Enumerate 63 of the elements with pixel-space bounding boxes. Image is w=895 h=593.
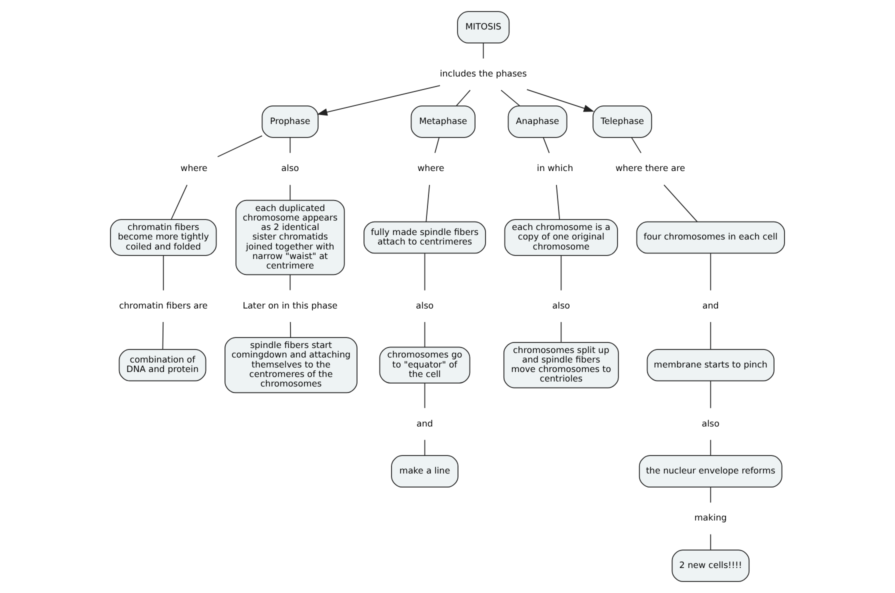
connector bbox=[560, 255, 562, 291]
connector bbox=[217, 135, 263, 158]
connector bbox=[426, 184, 430, 222]
connector bbox=[710, 486, 712, 504]
node-text: includes the phases bbox=[440, 70, 527, 80]
node-box: each duplicated chromosome appears as 2 identical sister chromatids joined together with narrow "waist" at centrimere bbox=[236, 200, 345, 276]
node-text: and bbox=[416, 419, 433, 430]
connector bbox=[631, 136, 642, 154]
node-text: where there are bbox=[616, 164, 686, 174]
connector bbox=[710, 380, 712, 409]
connector bbox=[424, 439, 426, 456]
connector bbox=[560, 322, 562, 342]
node-box: 2 new cells!!!! bbox=[672, 550, 750, 582]
connector bbox=[290, 136, 291, 154]
connector bbox=[710, 439, 712, 456]
connector bbox=[482, 42, 484, 59]
connector bbox=[710, 253, 712, 291]
connector bbox=[290, 322, 292, 338]
connector bbox=[710, 322, 712, 350]
node-box: combination of DNA and protein bbox=[118, 348, 206, 382]
node-text: also bbox=[552, 301, 570, 312]
node-text: making bbox=[694, 514, 727, 524]
node-text: also bbox=[702, 419, 720, 430]
connector bbox=[162, 255, 164, 291]
node-box: Telephase bbox=[592, 105, 652, 138]
connector bbox=[456, 90, 471, 106]
node-box: chromatin fibers become more tightly coiled and folded bbox=[110, 219, 217, 256]
node-box: Anaphase bbox=[508, 105, 568, 138]
connector bbox=[170, 184, 188, 220]
node-text: chromatin fibers are bbox=[119, 301, 208, 312]
node-box: membrane starts to pinch bbox=[646, 348, 774, 382]
node-box: spindle fibers start comingdown and attaching themselves to the centromeres of the chromosomes bbox=[224, 337, 358, 394]
node-text: where bbox=[180, 164, 208, 174]
connector bbox=[290, 184, 291, 201]
node-box: chromosomes split up and spindle fibers move chromosomes to centrioles bbox=[503, 342, 619, 388]
connector bbox=[434, 136, 440, 154]
connector bbox=[664, 184, 698, 222]
connector bbox=[162, 322, 164, 350]
node-box: four chromosomes in each cell bbox=[636, 221, 785, 254]
node-box: fully made spindle fibers attach to centrimeres bbox=[364, 221, 486, 254]
node-box: chromosomes go to "equator" of the cell bbox=[379, 346, 470, 384]
node-text: also bbox=[416, 301, 434, 312]
node-box: the nucleur envelope reforms bbox=[638, 455, 782, 488]
connector bbox=[556, 184, 560, 220]
node-text: also bbox=[281, 164, 299, 174]
connector bbox=[290, 274, 291, 291]
connector bbox=[542, 136, 550, 154]
node-text: where bbox=[417, 164, 444, 174]
connector bbox=[424, 382, 426, 408]
connector bbox=[500, 90, 520, 106]
node-box: Metaphase bbox=[410, 105, 476, 138]
arrow bbox=[526, 89, 594, 112]
connector bbox=[424, 322, 426, 348]
node-box: Prophase bbox=[262, 105, 319, 138]
connector bbox=[424, 253, 426, 291]
connector bbox=[710, 534, 712, 550]
node-text: in which bbox=[536, 164, 574, 174]
node-box: each chromosome is a copy of one original chromosome bbox=[504, 219, 618, 256]
node-text: Later on in this phase bbox=[242, 301, 338, 312]
node-text: and bbox=[702, 301, 719, 312]
node-box: make a line bbox=[391, 455, 458, 488]
arrow bbox=[316, 85, 440, 116]
node-box: MITOSIS bbox=[457, 11, 510, 44]
